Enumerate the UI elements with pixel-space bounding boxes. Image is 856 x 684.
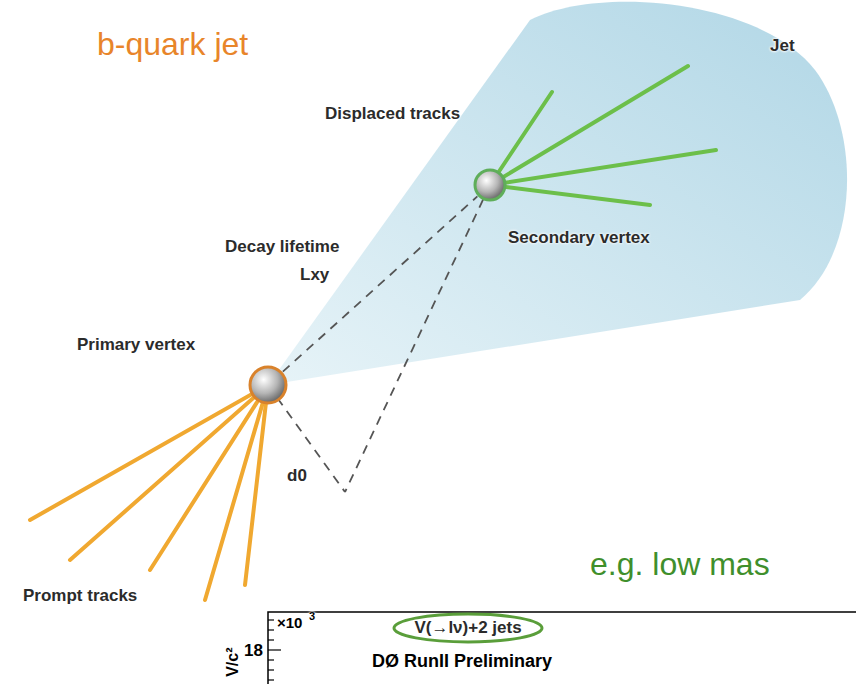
vertex-circle [250, 367, 286, 403]
axis-title: V/c² [225, 647, 243, 676]
lifetime-label: Decay lifetime [225, 237, 339, 257]
axis-exponent: 3 [309, 610, 315, 623]
section-heading: e.g. low mas [590, 546, 770, 583]
chart-note: DØ RunII Preliminary [372, 651, 552, 672]
vertex-sphere [248, 365, 288, 405]
impact-label: d0 [287, 466, 307, 486]
ellipse-shape [394, 614, 542, 642]
primary-vertex: Primary vertex [248, 365, 288, 405]
chart-frame [268, 612, 856, 684]
secondary-vertex: Secondary vertex [473, 168, 507, 202]
node-label: Primary vertex [77, 335, 195, 355]
vertex-sphere [473, 168, 507, 202]
node-label: Secondary vertex [508, 228, 650, 248]
node-label: V(→lν)+2 jets [414, 618, 521, 638]
impact-parameter-lines [268, 185, 490, 492]
distance-label: Lxy [300, 265, 329, 285]
axis-multiplier: ×10 [277, 614, 302, 631]
diagram-title: b-quark jet [97, 26, 248, 63]
decay-length-line [283, 196, 478, 371]
jet-label: Jet [770, 36, 795, 56]
displaced-tracks [490, 66, 716, 205]
prompt-tracks [30, 385, 268, 600]
track-label: Prompt tracks [23, 586, 137, 606]
axis-tick-label: 18 [244, 641, 263, 661]
highlight-ellipse: V(→lν)+2 jets [392, 612, 544, 644]
vertex-circle [475, 170, 505, 200]
track-label: Displaced tracks [325, 104, 460, 124]
jet-cone [268, 2, 847, 385]
